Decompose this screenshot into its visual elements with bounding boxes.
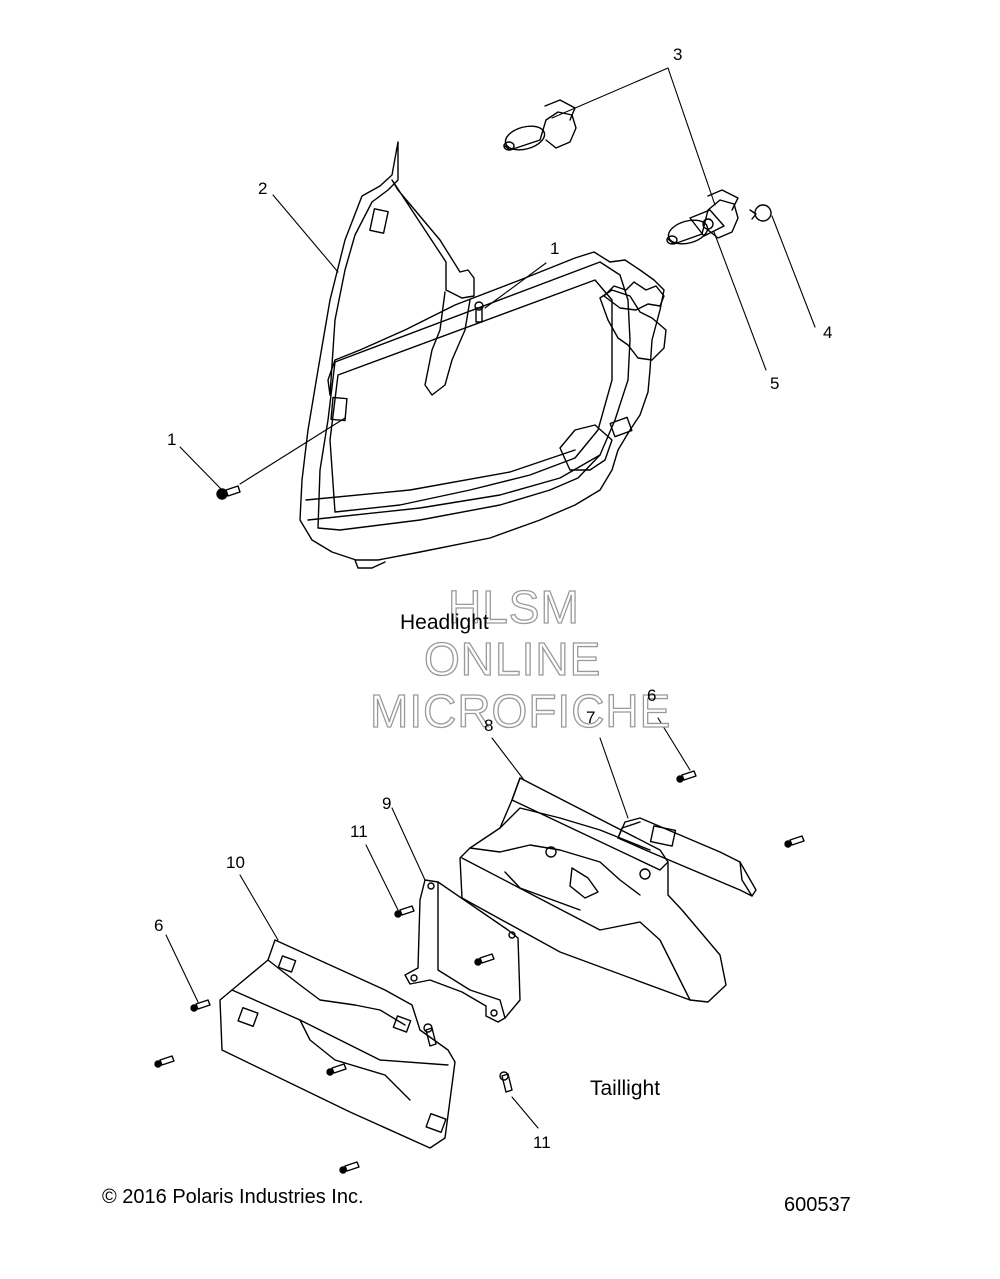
housing-slot	[609, 416, 633, 438]
mounting-bracket	[404, 879, 521, 1023]
callout-8: 8	[484, 716, 494, 735]
headlight-lower-bracket	[559, 424, 613, 471]
screw-11-lower	[499, 1071, 513, 1093]
callout-11-lower: 11	[533, 1133, 551, 1152]
callout-7: 7	[586, 708, 596, 727]
copyright-notice: © 2016 Polaris Industries Inc.	[102, 1186, 364, 1208]
callout-1-upper: 1	[550, 239, 560, 258]
bulb-upper	[503, 99, 577, 151]
headlight-lens	[329, 279, 613, 513]
screw-6-right-top	[676, 770, 697, 783]
headlight-assembly	[299, 141, 667, 569]
screw-6-right	[784, 835, 805, 848]
headlight-foot	[354, 559, 386, 569]
callout-1-lower: 1	[167, 430, 177, 449]
license-plate-holder	[219, 939, 456, 1149]
callout-6-left: 6	[154, 916, 164, 935]
housing-slot	[330, 396, 348, 422]
watermark-line-3: MICROFICHE	[369, 684, 672, 737]
taillight-housing	[459, 777, 727, 1003]
taillight-caption: Taillight	[590, 1077, 661, 1100]
callout-9: 9	[382, 794, 392, 813]
figure-number: 600537	[784, 1194, 851, 1216]
screw-6-left-3	[339, 1161, 360, 1174]
callout-6-right: 6	[647, 686, 657, 705]
callout-3: 3	[673, 45, 683, 64]
housing-slot	[369, 208, 389, 234]
screw-11-bracket	[474, 953, 495, 966]
headlight-connector-2	[603, 281, 665, 311]
screw-6-left-2	[154, 1055, 175, 1068]
headlight-bezel	[317, 261, 631, 531]
leader-lines	[165, 67, 816, 1129]
callout-11-upper: 11	[350, 822, 368, 841]
screw-11-upper	[394, 905, 415, 918]
headlight-connector	[599, 289, 667, 361]
callout-4: 4	[823, 323, 833, 342]
headlight-caption: Headlight	[400, 611, 489, 634]
headlight-trim-line-2	[305, 449, 576, 501]
clip-nut	[689, 209, 725, 237]
screw-1-upper	[474, 301, 484, 323]
screw-1-lower	[216, 485, 241, 500]
bulb-lower	[666, 189, 739, 245]
torx-screw	[749, 204, 772, 222]
watermark-line-1: HLSM	[447, 580, 580, 633]
screw-6-mid	[326, 1063, 347, 1076]
watermark-line-2: ONLINE	[423, 632, 602, 685]
callout-2: 2	[258, 179, 268, 198]
callout-5: 5	[770, 374, 780, 393]
headlight-mount-arm	[391, 179, 475, 299]
tail-lamp	[617, 817, 757, 897]
headlight-housing	[299, 141, 665, 561]
screw-11-below-bracket	[423, 1023, 437, 1047]
screw-6-left	[190, 999, 211, 1012]
callout-10: 10	[226, 853, 245, 872]
headlight-mount-tab	[424, 291, 471, 396]
